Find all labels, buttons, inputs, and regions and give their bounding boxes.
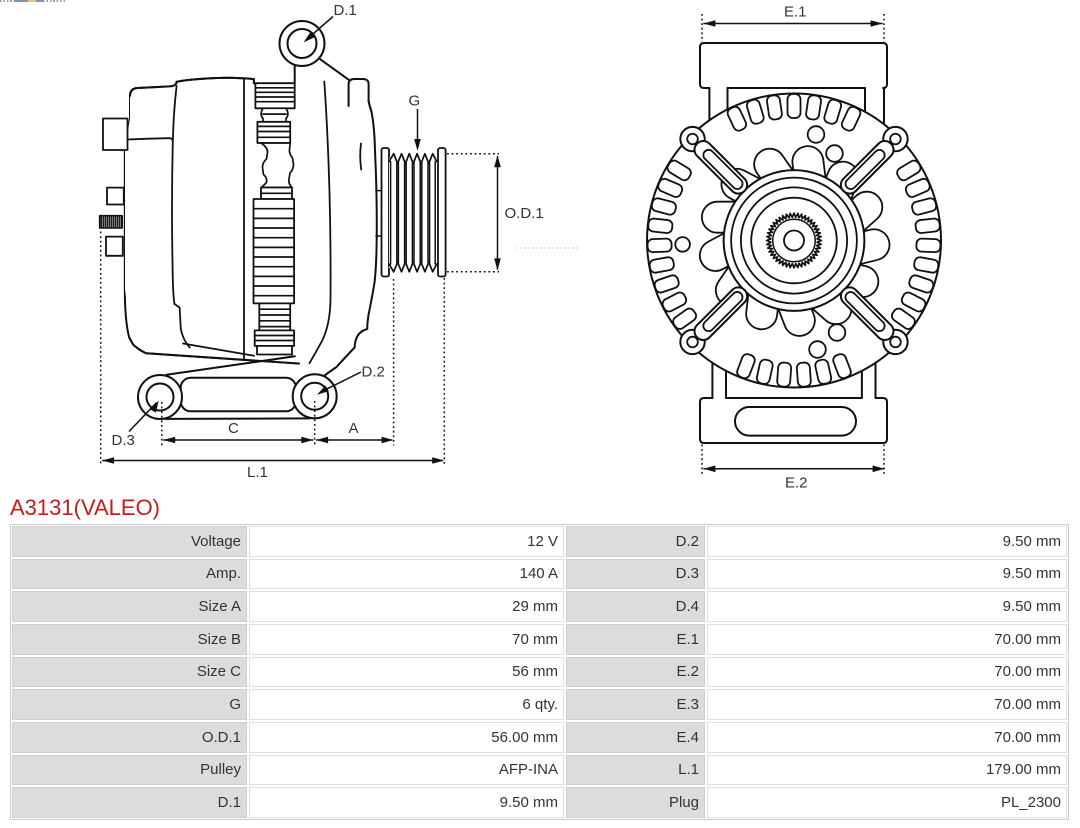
svg-text:E.2: E.2 (785, 475, 808, 492)
svg-text:O.D.1: O.D.1 (505, 205, 544, 222)
svg-text:G: G (409, 93, 421, 110)
svg-text:L.1: L.1 (247, 464, 268, 481)
svg-text:E.1: E.1 (784, 4, 807, 21)
svg-text:D.1: D.1 (334, 2, 357, 19)
svg-text:C: C (228, 420, 239, 437)
svg-text:D.2: D.2 (362, 364, 385, 381)
svg-text:A: A (349, 420, 359, 437)
svg-text:D.3: D.3 (112, 432, 135, 449)
